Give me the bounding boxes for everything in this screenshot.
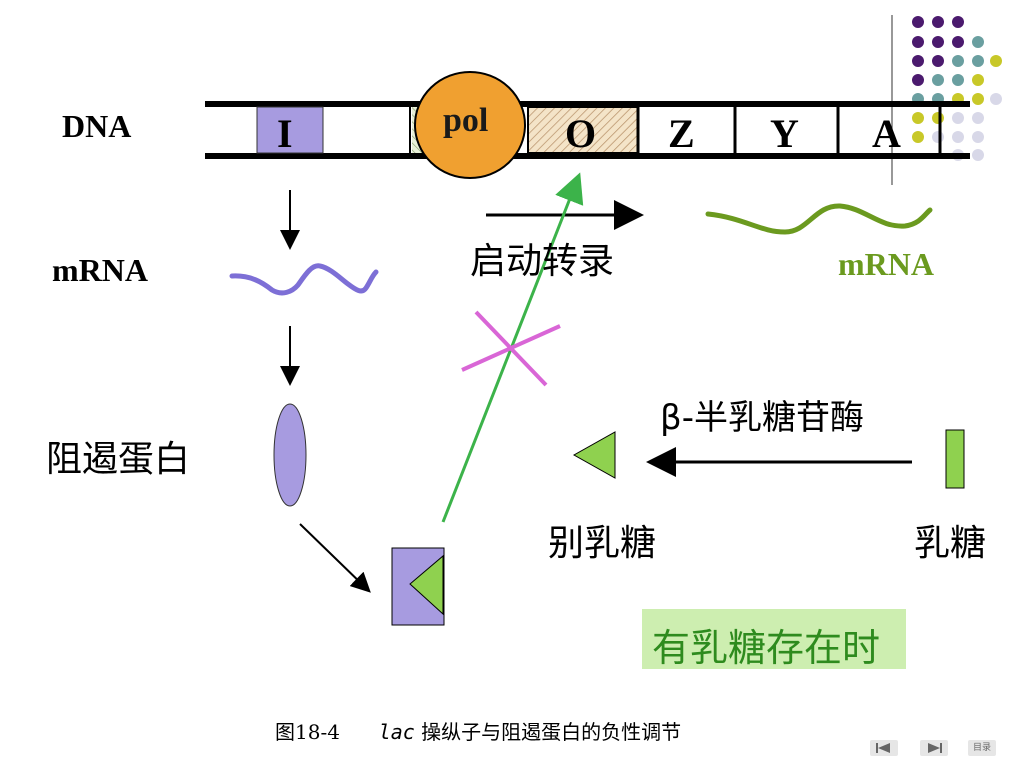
gene-i-label: I — [277, 111, 293, 156]
repressor-allolactose-complex — [391, 547, 445, 626]
repressor-label: 阻遏蛋白 — [46, 439, 191, 480]
mrna-left-squiggle — [229, 263, 379, 296]
figure-caption: 图18-4 lac 操纵子与阻遏蛋白的负性调节 — [275, 716, 681, 745]
menu-button[interactable]: 目录 — [968, 740, 996, 756]
repressor-protein-shape — [273, 403, 307, 507]
gene-z-label: Z — [668, 111, 695, 156]
dna-strand — [205, 101, 970, 159]
prev-slide-button[interactable] — [870, 740, 898, 756]
prev-arrow-icon — [876, 743, 890, 753]
polymerase-shape — [414, 71, 526, 179]
next-arrow-icon — [928, 743, 942, 753]
condition-label: 有乳糖存在时 — [652, 626, 881, 670]
gene-o-label: O — [565, 111, 597, 156]
gene-y-label: Y — [770, 111, 799, 156]
lactose-label: 乳糖 — [914, 523, 987, 564]
enzyme-label: β-半乳糖苷酶 — [660, 398, 864, 438]
lactose-shape — [945, 429, 965, 489]
caption-text: 操纵子与阻遏蛋白的负性调节 — [421, 720, 682, 744]
caption-italic: lac — [378, 720, 415, 744]
arrow-repressor-to-complex — [299, 523, 371, 593]
start-transcription-label: 启动转录 — [470, 241, 615, 282]
block-x-mark — [461, 310, 561, 387]
allolactose-label: 别乳糖 — [548, 523, 657, 564]
condition-box: 有乳糖存在时 — [642, 609, 906, 670]
decorative-dot-grid — [891, 15, 1002, 185]
dna-label: DNA — [62, 108, 132, 144]
allolactose-shape — [572, 431, 616, 479]
polymerase-label: pol — [443, 102, 489, 139]
mrna-right-label: mRNA — [838, 246, 934, 282]
mrna-right-squiggle — [705, 203, 933, 235]
gene-a-label: A — [872, 111, 901, 156]
mrna-left-label: mRNA — [52, 252, 148, 288]
next-slide-button[interactable] — [920, 740, 948, 756]
caption-prefix: 图18-4 — [275, 720, 340, 744]
